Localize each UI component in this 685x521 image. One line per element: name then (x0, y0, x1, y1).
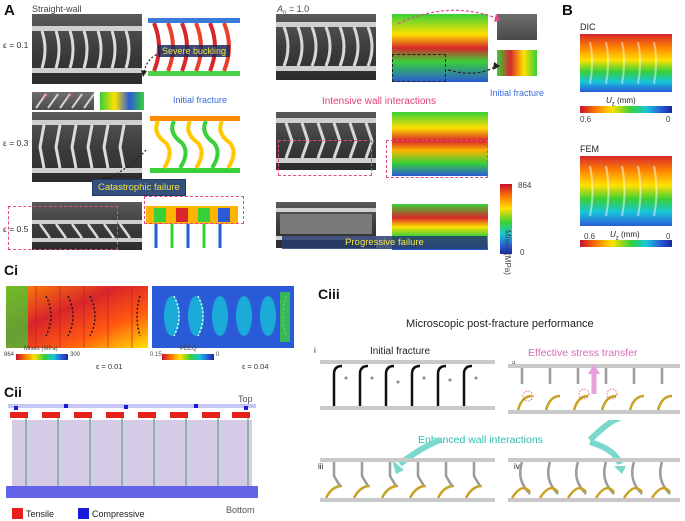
ciii-numeral-i: i (314, 346, 316, 355)
ci-cb1-min: 300 (70, 352, 81, 358)
dic-min: 0.6 (580, 115, 592, 124)
a0-title: A0 = 1.0 (277, 4, 310, 17)
initial-fracture-label-right: Initial fracture (490, 88, 545, 98)
a0-photo-eps03 (276, 112, 376, 170)
mises-min: 0 (520, 248, 525, 257)
panel-ciii-letter: Ciii (318, 286, 340, 302)
cii-legend-compressive: Compressive (78, 505, 145, 521)
eps-label-1: ε = 0.1 (3, 40, 29, 50)
dic-label: DIC (580, 22, 596, 32)
ci-mises-map (6, 286, 148, 348)
a0-zoom-fem (497, 50, 537, 76)
tensile-swatch (12, 508, 23, 520)
cii-bottom-label: Bottom (226, 505, 255, 515)
cii-stress-plot (4, 402, 260, 504)
a0-fem-eps03 (392, 112, 488, 176)
fem-label: FEM (580, 144, 599, 154)
straight-wall-photo-eps05 (32, 202, 142, 250)
panel-cii-letter: Cii (4, 384, 22, 400)
intensive-wall-label: Intensive wall interactions (322, 96, 436, 107)
eps-label-2: ε = 0.3 (3, 138, 29, 148)
a0-zoom-photo (497, 14, 537, 40)
mises-colorbar (500, 184, 512, 254)
initial-fracture-photo-left (32, 92, 94, 110)
dic-map (580, 34, 672, 92)
straight-wall-title: Straight-wall (32, 4, 82, 14)
initial-fracture-fem-left (100, 92, 144, 110)
dic-max: 0 (666, 115, 671, 124)
a0-fem-eps01 (392, 14, 488, 82)
straight-wall-fem-eps03 (150, 112, 240, 178)
ciii-numeral-iii: iii (318, 462, 324, 471)
ci-cb1-label: Mises (MPa) (24, 346, 58, 352)
a0-photo-eps03-outline (278, 140, 372, 176)
ci-cb2-max: 0.15 (150, 352, 162, 358)
ciii-initial-fracture: Initial fracture (370, 346, 431, 357)
mises-label: Mises (MPa) (503, 230, 512, 275)
eps-label-3: ε = 0.5 (3, 224, 29, 234)
ciii-title: Microscopic post-fracture performance (406, 318, 594, 330)
ci-cb1-max: 864 (4, 352, 15, 358)
dic-colorbar (580, 106, 672, 113)
ciii-iii-diagram (320, 458, 495, 504)
ci-peeq-map (152, 286, 294, 348)
panel-b-letter: B (562, 2, 573, 19)
a0-photo-eps01 (276, 14, 376, 80)
panel-ci-letter: Ci (4, 262, 18, 278)
panel-a-letter: A (4, 2, 15, 19)
dic-unit-label: Uz (mm) (606, 96, 636, 108)
fem-map (580, 156, 672, 226)
cii-legend-tensile: Tensile (12, 505, 54, 521)
ciii-enhanced-wall: Enhanced wall interactions (418, 434, 543, 446)
catastrophic-photo-outline (8, 206, 118, 250)
cii-top-label: Top (238, 394, 253, 404)
fem-unit-label: Uz (mm) (610, 230, 640, 242)
ci-eps2: ε = 0.04 (242, 362, 269, 371)
a0-fem-eps03-outline (386, 140, 488, 178)
compressive-swatch (78, 508, 89, 520)
fem-eps05-outline (144, 196, 244, 224)
ciii-iv-diagram (508, 458, 680, 504)
ci-eps1: ε = 0.01 (96, 362, 123, 371)
ci-colorbar-peeq (162, 354, 214, 360)
ci-cb2-min: 0 (216, 352, 220, 358)
straight-wall-photo-eps01 (32, 14, 142, 84)
fem-colorbar (580, 240, 672, 247)
a0-zoom-arrows (397, 9, 501, 74)
fem-max: 0 (666, 232, 671, 241)
ci-colorbar-mises (16, 354, 68, 360)
ciii-i-diagram (320, 360, 495, 412)
mises-max: 864 (518, 181, 532, 190)
ci-cb2-label: PEEQ (180, 346, 197, 352)
catastrophic-failure-label: Catastrophic failure (92, 179, 186, 196)
straight-wall-photo-eps03 (32, 112, 142, 182)
severe-buckling-label: Severe buckling (158, 45, 231, 57)
straight-wall-fem-eps05 (146, 200, 238, 250)
ciii-effective-stress: Effective stress transfer (528, 347, 638, 359)
ciii-ii-diagram (508, 364, 680, 416)
a0-fem-zoom-outline (392, 54, 446, 82)
ciii-numeral-iv: iv (514, 462, 520, 471)
initial-fracture-label-left: Initial fracture (173, 95, 228, 105)
buckling-arrow (141, 51, 165, 77)
fem-min: 0.6 (584, 232, 596, 241)
progressive-failure-label: Progressive failure (282, 236, 487, 249)
